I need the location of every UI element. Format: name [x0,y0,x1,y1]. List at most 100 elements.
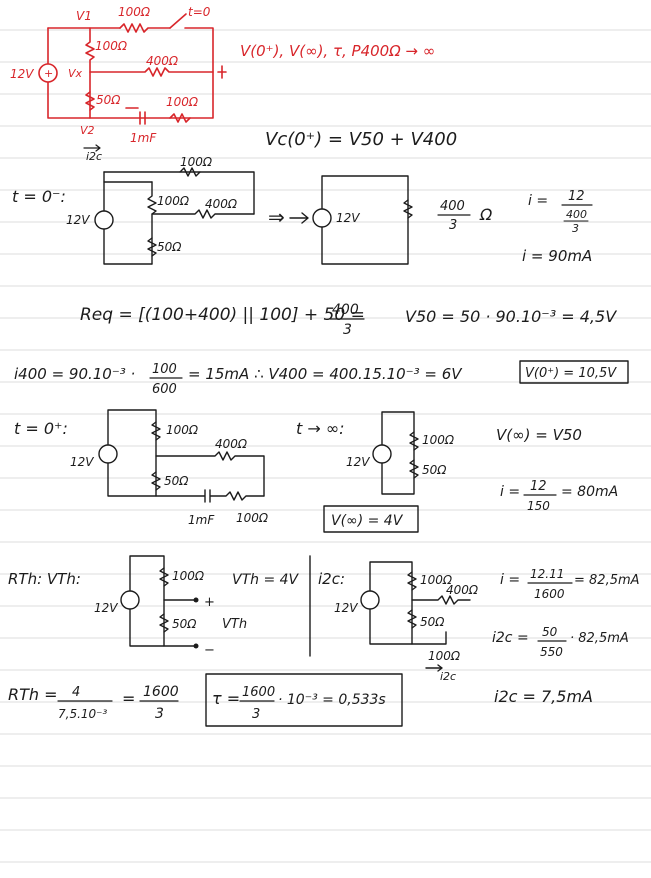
source-vth [120,590,140,610]
rth-lhs: RTh = [8,685,58,704]
tinf-i-num: 12 [530,479,547,494]
vth-r-100: 100Ω [172,569,205,583]
vth-source: 12V [94,601,118,615]
label-v2: V2 [80,124,95,137]
t0plus-r-100: 100Ω [166,423,199,437]
t0minus-source: 12V [66,213,90,227]
vth-minus: − [204,643,215,658]
tau-num: 1600 [242,685,275,700]
t0minus-r-50: 50Ω [157,240,182,254]
label-cap: 1mF [130,131,157,145]
vth-terminal-minus [193,643,199,649]
tau-lhs: τ = [212,689,240,708]
tinf-r-100: 100Ω [422,433,455,447]
t0minus-r-400: 400Ω [205,197,238,211]
t0minus-req-num: 400 [440,199,465,214]
tinf-i-rhs: = 80mA [561,484,618,500]
label-tinf: t → ∞: [296,419,345,438]
vc-equation: Vc(0⁺) = V50 + V400 [265,129,457,150]
vinf-result: V(∞) = 4V [331,513,404,529]
rth-den: 7,5.10⁻³ [58,707,108,721]
i2c-r-cap: 100Ω [428,649,461,663]
source-tinf [372,444,392,464]
label-i2c-section: i2c: [318,570,345,588]
vth-r-50: 50Ω [172,617,197,631]
req-num: 400 [332,302,359,318]
i2c-i-lhs: i = [500,572,520,588]
i400-equation: i400 = 90.10⁻³ · [14,365,135,383]
rth-num2: 1600 [143,684,179,700]
i2c-r-100: 100Ω [420,573,453,587]
t0minus-req-unit: Ω [479,205,493,224]
label-r-50: 50Ω [96,93,121,107]
t0minus-i-den-num: 400 [566,208,587,221]
tau-box [205,673,403,727]
t0plus-r-400: 400Ω [215,437,248,451]
source-t0minus [94,210,114,230]
rth-num: 4 [72,685,80,700]
t0plus-r-cap: 100Ω [236,511,269,525]
i2c-frac-num: 50 [542,625,558,639]
tinf-i-den: 150 [527,499,550,513]
v50-equation: V50 = 50 · 90.10⁻³ = 4,5V [405,307,617,326]
label-t0minus: t = 0⁻: [12,187,66,206]
i2c-frac-den: 550 [540,645,563,659]
i2c-r-400: 400Ω [446,583,479,597]
label-i2c: i2c [86,150,102,163]
source-t0minus-equiv [312,208,332,228]
req-equation: Req = [(100+400) || 100] + 50 = [80,305,365,325]
source-t0plus [98,444,118,464]
t0minus-i-result: i = 90mA [522,247,592,265]
t0minus-i-num: 12 [568,189,585,204]
label-r-left: 100Ω [95,39,128,53]
label-v1: V1 [76,9,92,23]
t0plus-r-50: 50Ω [164,474,189,488]
i2c-r-50: 50Ω [420,615,445,629]
i2c-source: 12V [334,601,358,615]
i2c-current-label: i2c [440,670,456,683]
source-i2c [360,590,380,610]
label-r-cap: 100Ω [166,95,199,109]
t0minus-r-top: 100Ω [180,155,213,169]
vth-label: VTh [222,617,247,632]
vth-plus: + [204,595,215,610]
label-r-top: 100Ω [118,5,151,19]
circuit-t0minus [103,167,413,265]
i2c-result: i2c = 7,5mA [494,687,593,706]
tau-rhs: · 10⁻³ = 0,533s [278,692,386,708]
tinf-i-lhs: i = [500,484,520,500]
label-r-middle: 400Ω [146,54,179,68]
t0plus-cap: 1mF [188,513,215,527]
t0minus-i-den-den: 3 [572,222,579,235]
label-source: 12V [10,67,34,81]
rth-equals: = [122,689,135,708]
tau-den: 3 [252,707,260,722]
label-switch-time: t=0 [188,5,211,19]
label-vx: Vx [68,67,83,80]
v0plus-box [519,360,629,384]
i2c-i-rhs: = 82,5mA [574,573,640,588]
req-den: 3 [343,322,352,338]
t0minus-i-lhs: i = [528,193,548,209]
t0minus-r-left: 100Ω [157,194,190,208]
t0minus-req-den: 3 [449,218,457,233]
vth-value: VTh = 4V [232,572,300,588]
t0minus-arrow: ⇒ [268,205,285,229]
t0minus-source2: 12V [336,211,360,225]
tinf-v-inf: V(∞) = V50 [496,426,582,444]
i2c-i-num: 12.11 [530,567,564,581]
tinf-r-50: 50Ω [422,463,447,477]
i400-frac-num: 100 [152,362,177,377]
i2c-i-den: 1600 [534,587,565,601]
i2c-frac-rhs: · 82,5mA [570,631,629,646]
label-rth-vth: RTh: VTh: [8,570,81,588]
asked-quantities: V(0⁺), V(∞), τ, P400Ω → ∞ [240,42,435,60]
circuit-t0plus [107,409,265,503]
vinf-box [323,505,419,533]
i400-frac-den: 600 [152,382,177,397]
v0plus-result: V(0⁺) = 10,5V [525,366,617,381]
vth-terminal-plus [193,597,199,603]
